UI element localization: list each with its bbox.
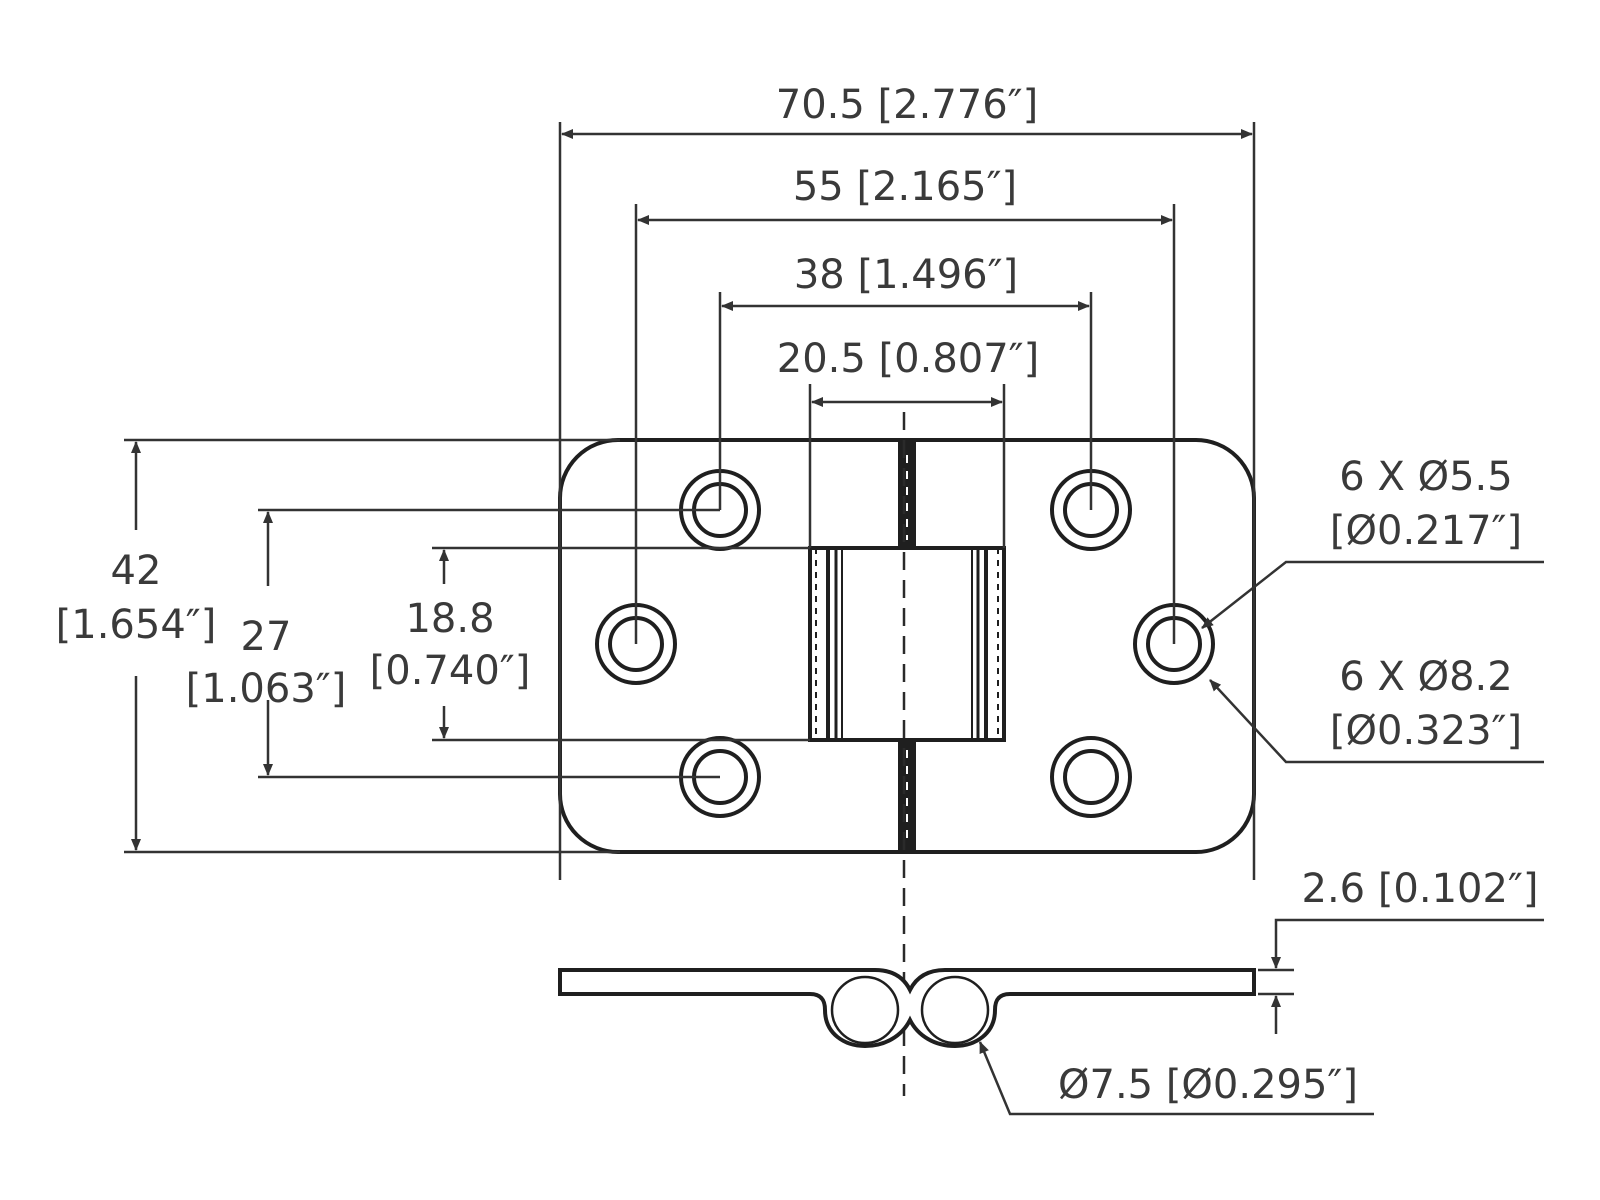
hinge-side-view	[558, 968, 1256, 1049]
dim-overall-height: 42 [1.654″]	[56, 438, 620, 854]
dim-inner-hole-spacing: 38 [1.496″]	[718, 252, 1093, 510]
dim-thickness-label: 2.6 [0.102″]	[1302, 866, 1539, 912]
hole-bottom-right	[1050, 736, 1132, 818]
side-profile	[558, 968, 1256, 1049]
callout-pin-diameter: Ø7.5 [Ø0.295″]	[978, 1041, 1374, 1116]
dim-knuckle-width-label: 20.5 [0.807″]	[777, 336, 1039, 382]
callout-pin-diameter-label: Ø7.5 [Ø0.295″]	[1058, 1062, 1358, 1108]
dim-knuckle-length: 18.8 [0.740″]	[370, 546, 810, 742]
dim-inner-hole-spacing-label: 38 [1.496″]	[794, 252, 1018, 298]
pin-left	[830, 975, 900, 1045]
dim-overall-height-mm: 42	[111, 548, 162, 594]
callout-small-hole-in: [Ø0.217″]	[1330, 508, 1522, 554]
callout-large-hole-count: 6 X Ø8.2	[1339, 654, 1512, 700]
callout-large-hole: 6 X Ø8.2 [Ø0.323″]	[1209, 654, 1544, 764]
dim-overall-width: 70.5 [2.776″]	[558, 82, 1256, 880]
pin-right	[920, 975, 990, 1045]
hinge-plate-top-view	[558, 412, 1256, 1096]
hinge-seam	[898, 440, 916, 852]
dim-overall-height-in: [1.654″]	[56, 602, 217, 648]
callout-small-hole: 6 X Ø5.5 [Ø0.217″]	[1201, 454, 1544, 629]
knuckle	[808, 546, 1006, 742]
dim-hole-vertical-spacing-mm: 27	[241, 614, 292, 660]
dim-overall-width-label: 70.5 [2.776″]	[776, 82, 1038, 128]
callout-large-hole-in: [Ø0.323″]	[1330, 708, 1522, 754]
dim-hole-vertical-spacing-in: [1.063″]	[186, 666, 347, 712]
dim-knuckle-length-mm: 18.8	[405, 596, 494, 642]
callout-small-hole-count: 6 X Ø5.5	[1339, 454, 1512, 500]
dim-thickness: 2.6 [0.102″]	[1258, 866, 1544, 1034]
dim-knuckle-length-in: [0.740″]	[370, 648, 531, 694]
dim-knuckle-width: 20.5 [0.807″]	[777, 336, 1039, 548]
dim-hole-vertical-spacing: 27 [1.063″]	[186, 508, 720, 779]
dim-outer-hole-spacing-label: 55 [2.165″]	[793, 164, 1017, 210]
dim-outer-hole-spacing: 55 [2.165″]	[634, 164, 1176, 644]
